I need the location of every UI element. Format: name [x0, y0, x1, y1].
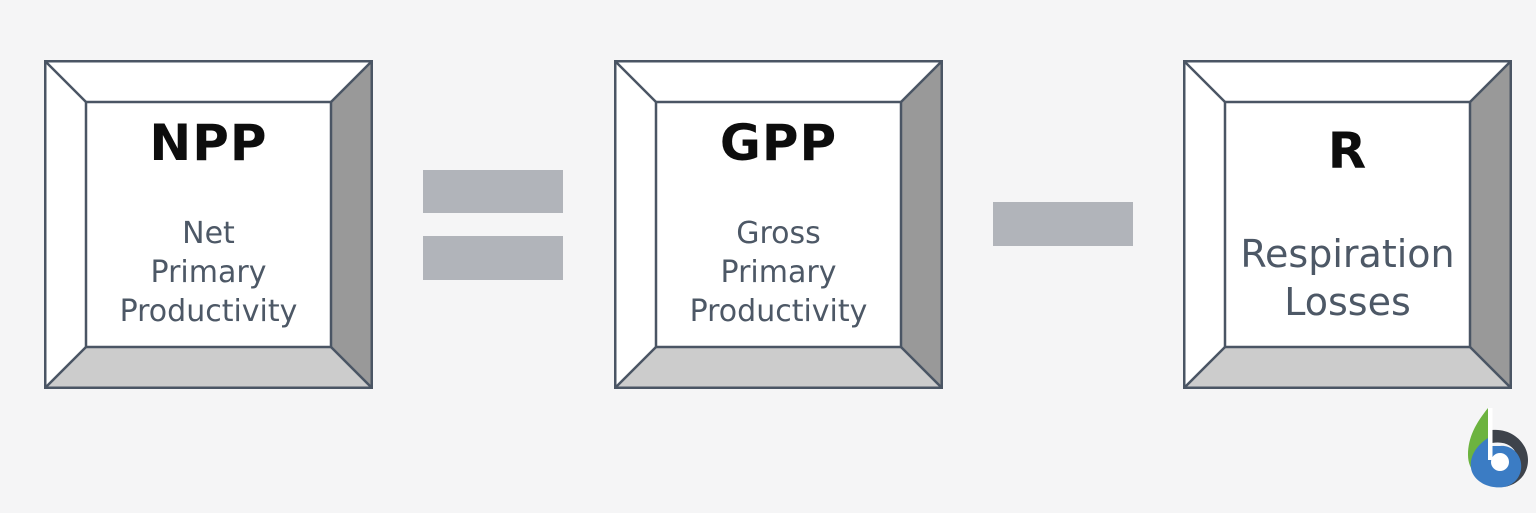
gpp-box: GPP Gross Primary Productivity	[614, 60, 943, 389]
equals-top-bar	[423, 170, 563, 213]
r-box: R Respiration Losses	[1183, 60, 1512, 389]
npp-content: NPP Net Primary Productivity	[85, 101, 332, 348]
gpp-desc-line: Primary	[720, 255, 837, 290]
r-description: Respiration Losses	[1224, 230, 1471, 326]
npp-desc-line: Productivity	[119, 294, 298, 329]
bevel-frame	[44, 60, 373, 389]
gpp-content: GPP Gross Primary Productivity	[655, 101, 902, 348]
gpp-abbr: GPP	[719, 114, 838, 172]
r-content: R Respiration Losses	[1224, 101, 1471, 348]
bevel-frame	[1183, 60, 1512, 389]
equals-bottom-bar	[423, 236, 563, 280]
npp-abbr: NPP	[149, 114, 268, 172]
r-abbr: R	[1327, 122, 1368, 180]
r-desc-line: Respiration	[1240, 232, 1455, 276]
gpp-desc-line: Productivity	[689, 294, 868, 329]
bevel-frame	[614, 60, 943, 389]
gpp-description: Gross Primary Productivity	[655, 214, 902, 331]
npp-box: NPP Net Primary Productivity	[44, 60, 373, 389]
brand-logo-icon	[1462, 405, 1532, 490]
npp-description: Net Primary Productivity	[85, 214, 332, 331]
npp-desc-line: Primary	[150, 255, 267, 290]
npp-desc-line: Net	[182, 216, 235, 251]
minus-operator	[993, 202, 1133, 246]
gpp-desc-line: Gross	[736, 216, 821, 251]
r-desc-line: Losses	[1284, 280, 1411, 324]
